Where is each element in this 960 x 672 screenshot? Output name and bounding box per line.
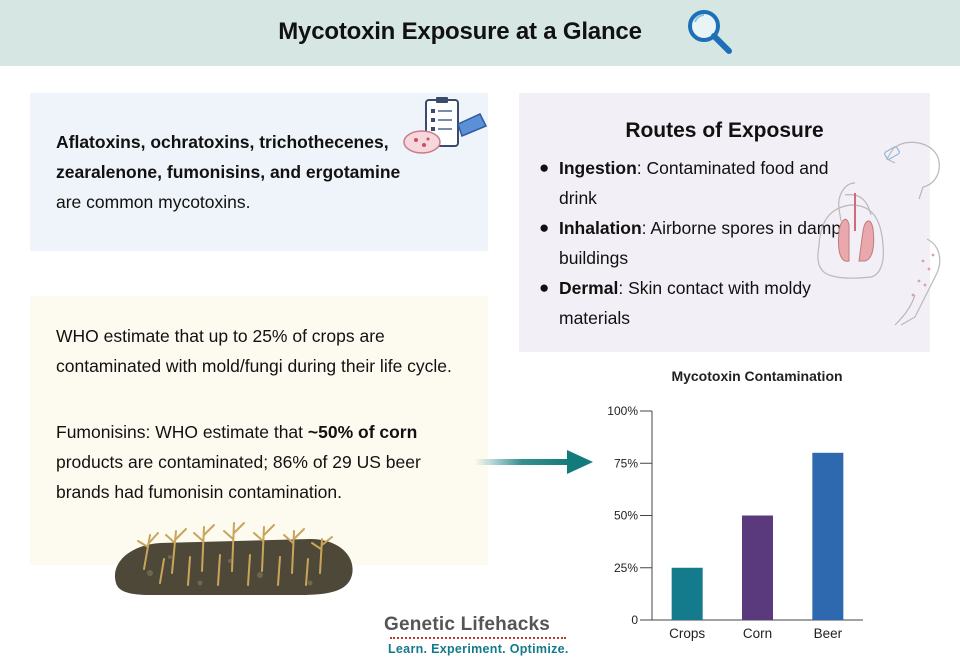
route-item-dermal: ●Dermal: Skin contact with moldy materia… <box>539 278 811 328</box>
mycotoxins-info-box: Aflatoxins, ochratoxins, trichothecenes,… <box>30 93 488 251</box>
mycotoxin-contamination-chart: Mycotoxin Contamination 0 25% 50% 75% 100% Cr… <box>607 368 863 641</box>
y-tick-label: 0 <box>631 613 638 627</box>
route-description: : Skin contact with moldy materials <box>559 278 811 328</box>
route-label: Inhalation <box>559 218 642 238</box>
fumonisins-text-start: Fumonisins: WHO estimate that <box>56 422 308 442</box>
route-label: Ingestion <box>559 158 637 178</box>
mycotoxins-text: Aflatoxins, ochratoxins, trichothecenes,… <box>56 127 426 217</box>
brand-tagline: Learn. Experiment. Optimize. <box>388 642 569 656</box>
mycotoxins-suffix: are common mycotoxins. <box>56 192 251 212</box>
bar-crops <box>671 567 703 620</box>
crops-contamination-text: WHO estimate that up to 25% of crops are… <box>56 326 452 376</box>
route-item-ingestion: ●Ingestion: Contaminated food and drink <box>539 158 829 208</box>
human-exposure-illustration <box>817 141 941 326</box>
route-description: : Contaminated food and drink <box>559 158 829 208</box>
fumonisins-text-end: products are contaminated; 86% of 29 US … <box>56 452 421 502</box>
brand-divider <box>390 637 566 641</box>
chart-title: Mycotoxin Contamination <box>671 368 842 384</box>
page-title: Mycotoxin Exposure at a Glance <box>278 18 642 45</box>
routes-list: ●Ingestion: Contaminated food and drink … <box>539 153 859 333</box>
y-tick-label: 50% <box>614 509 638 523</box>
brand-name: Genetic Lifehacks <box>384 614 551 635</box>
x-tick-label: Crops <box>669 626 705 641</box>
y-tick-label: 25% <box>614 561 638 575</box>
x-tick-label: Corn <box>743 626 772 641</box>
routes-title: Routes of Exposure <box>625 119 824 142</box>
corn-stat-bold: ~50% of corn <box>307 422 418 442</box>
route-description: : Airborne spores in damp buildings <box>559 218 842 268</box>
brand-logo: Genetic Lifehacks Learn. Experiment. Opt… <box>384 614 584 656</box>
routes-of-exposure-box: Routes of Exposure ●Ingestion: Contamina… <box>519 93 930 352</box>
dead-corn-field-illustration <box>114 522 353 595</box>
arrow-to-chart-icon <box>475 450 593 474</box>
header-banner: Mycotoxin Exposure at a Glance <box>0 0 960 66</box>
fumonisins-text: Fumonisins: WHO estimate that ~50% of co… <box>56 417 466 507</box>
bar-beer <box>812 452 844 620</box>
route-label: Dermal <box>559 278 619 298</box>
who-estimate-box: WHO estimate that up to 25% of crops are… <box>30 296 488 565</box>
magnifying-glass-icon <box>688 10 732 54</box>
y-tick-label: 75% <box>614 456 638 470</box>
route-item-inhalation: ●Inhalation: Airborne spores in damp bui… <box>539 218 842 268</box>
x-tick-label: Beer <box>814 626 843 641</box>
bar-corn <box>742 515 773 620</box>
mycotoxin-list: Aflatoxins, ochratoxins, trichothecenes,… <box>56 132 401 182</box>
clipboard-petri-dish-icon <box>403 97 488 154</box>
y-tick-label: 100% <box>607 404 638 418</box>
